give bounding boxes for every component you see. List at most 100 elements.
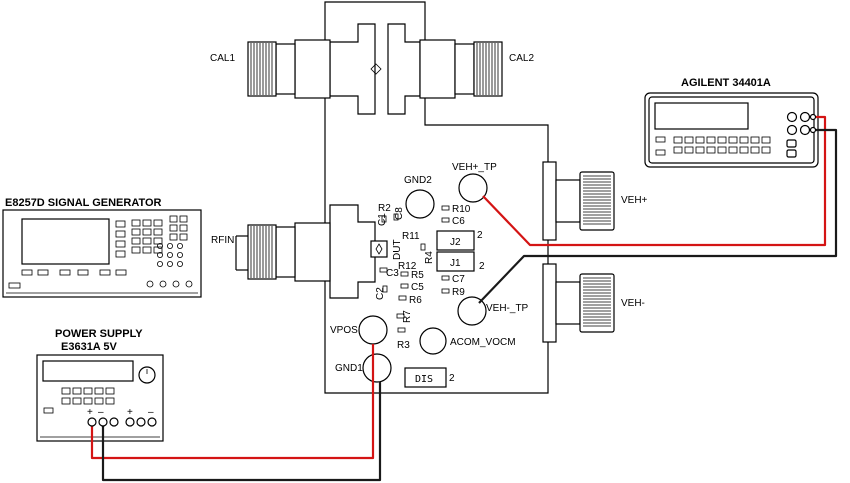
- r9-label: R9: [452, 287, 465, 298]
- rfin-connector: [235, 222, 331, 282]
- cal2-label: CAL2: [509, 53, 534, 64]
- sg-knob: [156, 242, 163, 249]
- dis-pin-label: 2: [449, 373, 455, 384]
- veh-plus-testpoint: [458, 173, 488, 203]
- ps-terminals: [87, 417, 157, 427]
- sg-knob: [176, 251, 183, 258]
- j1-jumper: [436, 251, 475, 272]
- sg-softkey: [115, 250, 126, 258]
- cal2-connector: [419, 39, 503, 99]
- dut-marker: [375, 243, 383, 255]
- veh-plus-label: VEH+: [621, 195, 648, 206]
- sg-key: [115, 269, 127, 276]
- veh-plus-tp-label: VEH+_TP: [452, 162, 497, 173]
- veh-plus-probe-wire: [482, 115, 827, 247]
- vpos-label: VPOS: [330, 325, 358, 336]
- multimeter: [644, 92, 819, 168]
- r10-label: R10: [452, 204, 471, 215]
- ps-terminal-sign: +: [127, 407, 133, 418]
- veh-minus-tp-label: VEH-_TP: [486, 303, 529, 314]
- sg-key: [142, 219, 152, 227]
- sg-key: [169, 215, 178, 223]
- sg-key: [179, 233, 188, 241]
- signal-generator: [2, 209, 202, 298]
- dmm-key: [706, 146, 716, 154]
- c3-label: C3: [386, 268, 399, 279]
- ps-key: [61, 397, 71, 405]
- ps-terminal-sign: –: [98, 407, 104, 418]
- sg-knob: [176, 260, 183, 267]
- veh-minus-label: VEH-: [621, 298, 645, 309]
- signal-generator-title: E8257D SIGNAL GENERATOR: [5, 197, 162, 209]
- veh-plus-connector: [542, 161, 615, 241]
- dmm-key: [673, 136, 683, 144]
- cal1-label: CAL1: [210, 53, 235, 64]
- sg-key: [142, 237, 152, 245]
- dmm-key: [695, 146, 705, 154]
- dmm-key: [728, 146, 738, 154]
- sg-knob: [156, 260, 163, 267]
- ps-key: [94, 387, 104, 395]
- r11-label: R11: [402, 231, 420, 242]
- sg-key: [37, 269, 49, 276]
- dmm-key: [750, 146, 760, 154]
- gnd2-testpoint: [405, 189, 435, 219]
- sg-key: [59, 269, 71, 276]
- r5-label: R5: [411, 270, 424, 281]
- dmm-display: [654, 102, 749, 130]
- dut-chip: [370, 240, 388, 258]
- multimeter-title: AGILENT 34401A: [681, 77, 771, 89]
- ps-key: [72, 387, 82, 395]
- c2-label: C2: [375, 287, 386, 300]
- dmm-key: [673, 146, 683, 154]
- sg-key: [179, 224, 188, 232]
- sg-screen: [21, 218, 110, 265]
- sg-key: [131, 246, 141, 254]
- dis-label: DIS: [415, 374, 433, 385]
- dmm-key: [761, 146, 771, 154]
- sg-softkey: [115, 230, 126, 238]
- sg-softkey: [115, 240, 126, 248]
- dmm-key: [706, 136, 716, 144]
- sg-knob: [166, 251, 173, 258]
- ps-key: [72, 397, 82, 405]
- sg-key: [153, 219, 163, 227]
- dmm-key: [717, 136, 727, 144]
- sg-key: [131, 228, 141, 236]
- dmm-key: [655, 149, 666, 156]
- sg-key: [153, 228, 163, 236]
- dmm-key: [739, 146, 749, 154]
- sg-key: [169, 224, 178, 232]
- gnd-power-wire: [101, 382, 382, 482]
- ps-display: [42, 360, 134, 382]
- dis-jumper: [404, 367, 447, 388]
- c1-label: C1: [377, 213, 388, 226]
- ps-terminal-sign: +: [87, 407, 93, 418]
- gnd2-label: GND2: [404, 175, 432, 186]
- dmm-key: [728, 136, 738, 144]
- ps-terminal-sign: –: [148, 407, 154, 418]
- veh-minus-testpoint: [457, 296, 487, 326]
- r12-label: R12: [398, 261, 417, 272]
- dmm-key: [695, 136, 705, 144]
- veh-minus-probe-wire: [478, 128, 838, 304]
- vpos-power-wire: [90, 344, 375, 460]
- rfin-cutout: [329, 204, 376, 299]
- sg-knob: [166, 242, 173, 249]
- sg-key: [179, 215, 188, 223]
- sg-softkey: [115, 220, 126, 228]
- ps-key: [94, 397, 104, 405]
- ps-key: [105, 397, 115, 405]
- dmm-key: [684, 146, 694, 154]
- sg-key: [169, 233, 178, 241]
- gnd1-testpoint: [362, 353, 392, 383]
- sg-key: [131, 237, 141, 245]
- j2-jumper: [436, 230, 475, 251]
- rfin-label: RFIN: [211, 235, 234, 246]
- dmm-terminals: [786, 111, 817, 158]
- cal2-cutout: [387, 23, 421, 115]
- ps-key: [83, 387, 93, 395]
- dmm-key: [655, 136, 666, 143]
- c8-label: C8: [394, 207, 405, 220]
